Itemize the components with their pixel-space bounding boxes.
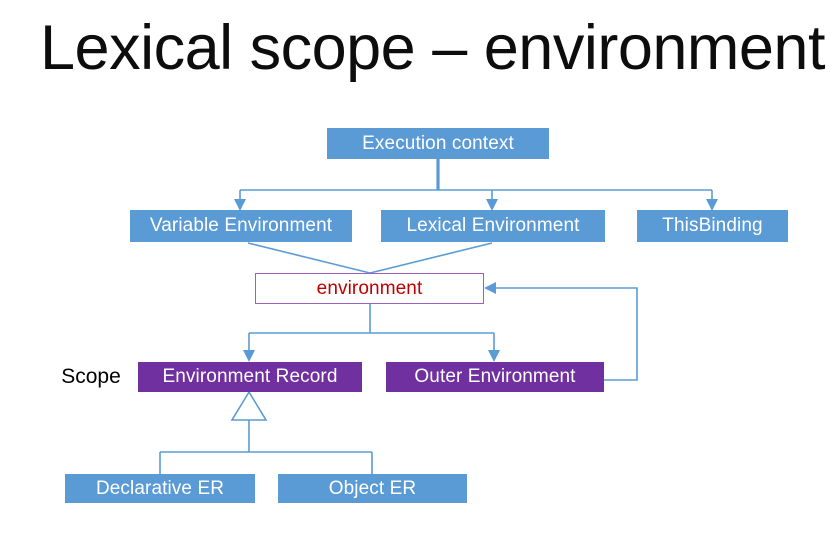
node-environment-record[interactable]: Environment Record xyxy=(138,362,362,392)
edge-environments-to-environment xyxy=(247,242,493,274)
node-declarative-er[interactable]: Declarative ER xyxy=(65,474,255,503)
edge-execution-context-fanout xyxy=(234,158,718,211)
page-title: Lexical scope – environment xyxy=(40,13,825,83)
label-scope: Scope xyxy=(61,365,121,388)
edge-uml-generalization xyxy=(159,390,373,474)
node-object-er[interactable]: Object ER xyxy=(278,474,467,503)
edge-environment-children xyxy=(243,304,500,362)
node-lexical-environment[interactable]: Lexical Environment xyxy=(381,210,605,242)
node-execution-context[interactable]: Execution context xyxy=(327,128,549,159)
node-this-binding[interactable]: ThisBinding xyxy=(637,210,788,242)
node-variable-environment[interactable]: Variable Environment xyxy=(130,210,352,242)
node-outer-environment[interactable]: Outer Environment xyxy=(386,362,604,392)
node-environment[interactable]: environment xyxy=(255,273,484,304)
